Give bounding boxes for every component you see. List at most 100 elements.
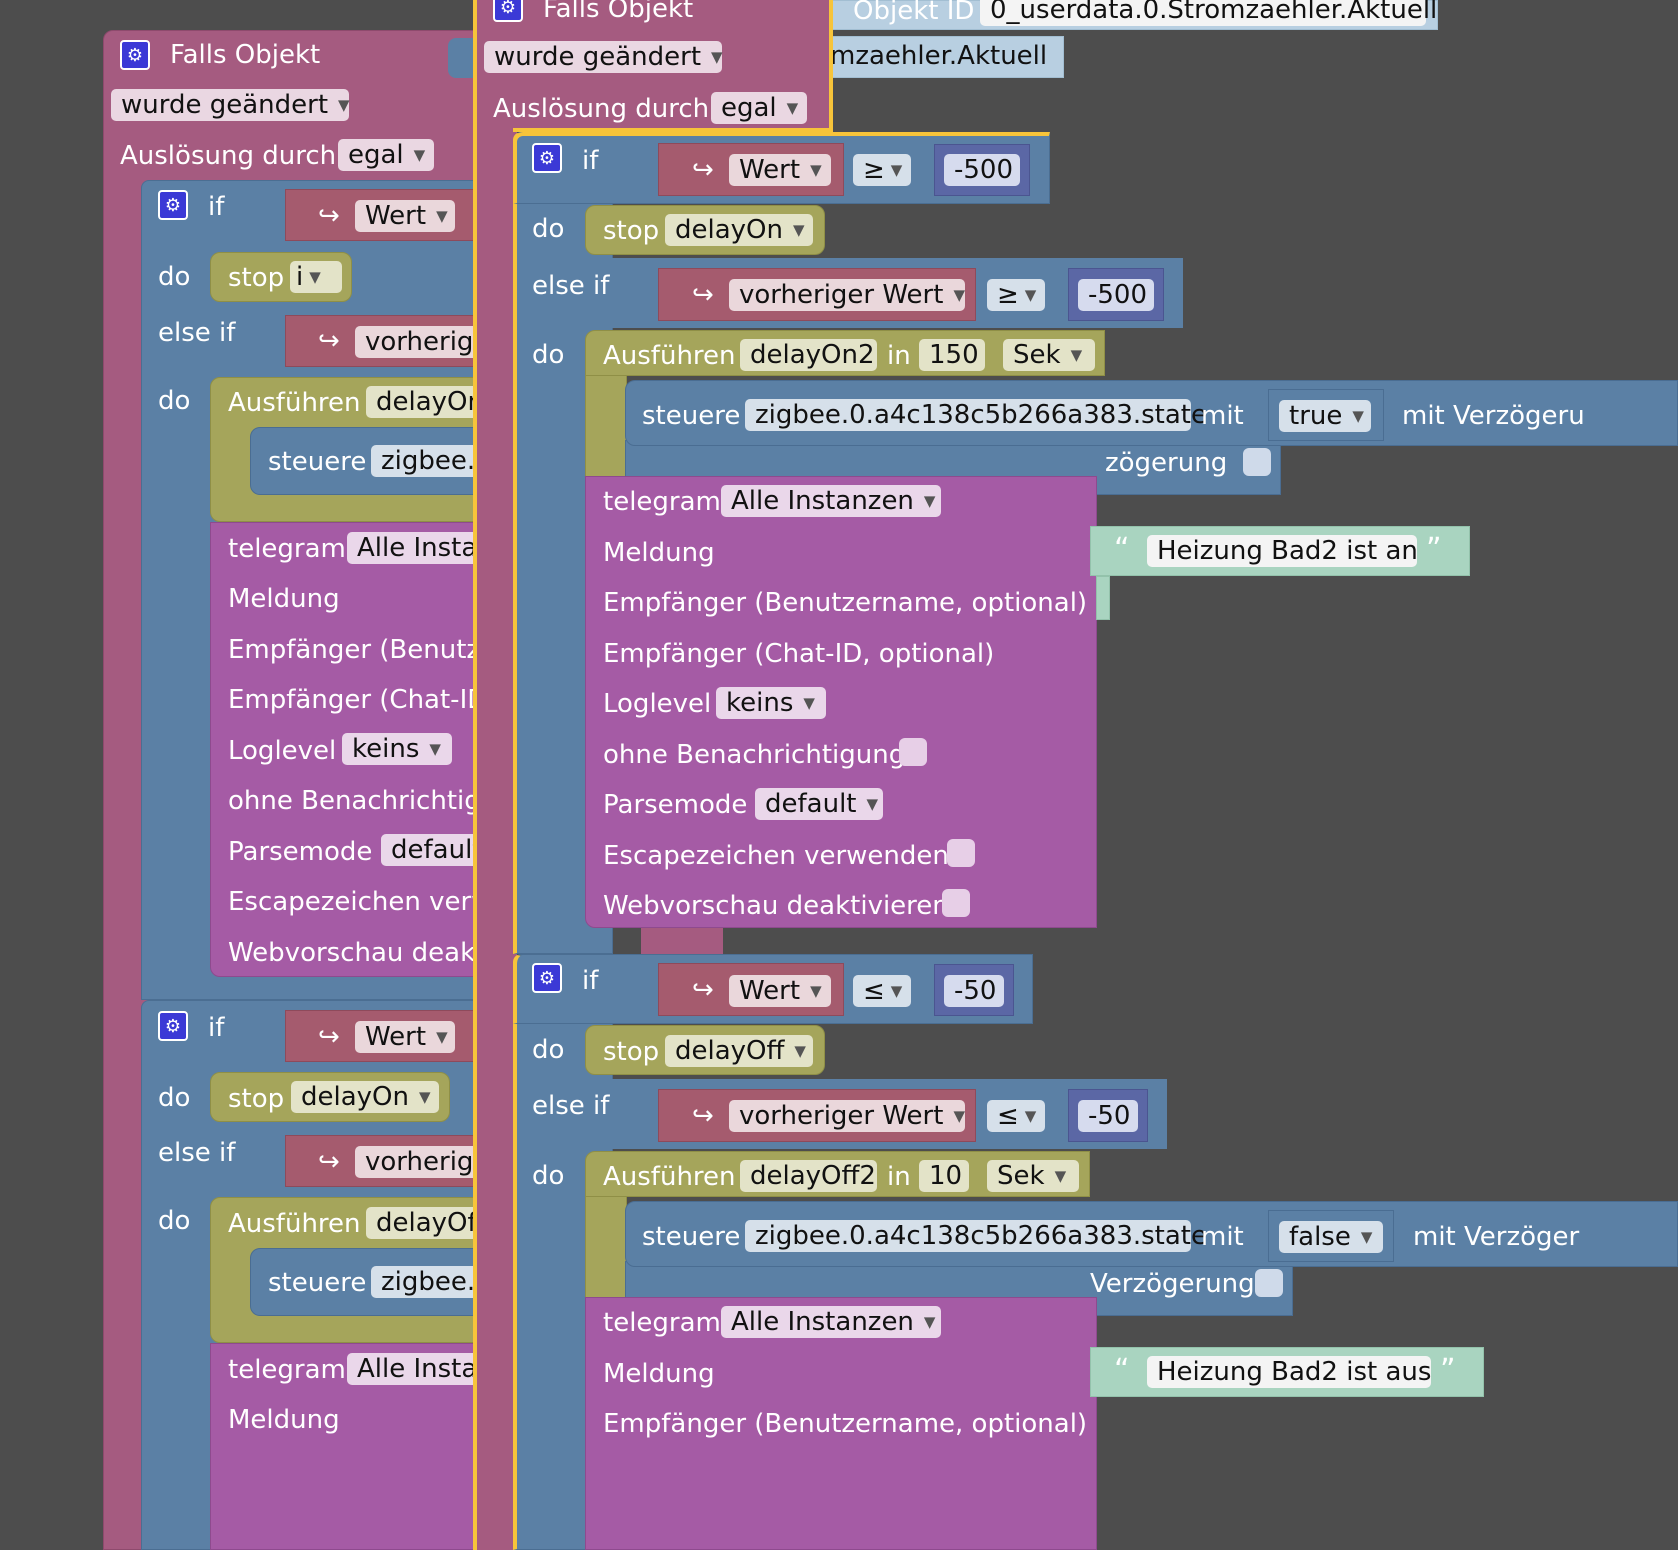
chevron-down-icon: ▼ [436, 206, 448, 225]
front-stop-dropdown-1[interactable]: delayOn▼ [665, 214, 813, 246]
front-timer-name-1[interactable]: delayOn2 [740, 339, 877, 371]
back-cond-value-2[interactable]: vorherige [355, 326, 489, 358]
front-cond-lhs-dropdown-2[interactable]: vorheriger Wert▼ [729, 279, 965, 311]
front-cond-number-2[interactable]: -500 [1078, 279, 1154, 311]
chevron-down-icon: ▼ [1024, 285, 1037, 304]
front-mit-label-2: mit [1201, 1222, 1244, 1252]
back-ausloesung-value: egal [348, 140, 404, 170]
front-cond-lhs-dropdown-4[interactable]: vorheriger Wert▼ [729, 1100, 965, 1132]
front-do-label-4: do [532, 1161, 565, 1191]
front-ausloesung-dropdown[interactable]: egal▼ [711, 92, 807, 124]
front-telegram-instance-dropdown-1[interactable]: Alle Instanzen▼ [721, 485, 941, 517]
back-stop-dropdown-2[interactable]: delayOn▼ [291, 1081, 439, 1113]
front-verzoegerung-checkbox-shadow-1[interactable] [1243, 448, 1271, 476]
back-ausloesung-dropdown[interactable]: egal▼ [338, 139, 434, 171]
back-stop-value-2: delayOn [301, 1082, 409, 1112]
front-mit-verzoegerung-label-1: mit Verzögeru [1402, 401, 1585, 431]
front-message-field-2[interactable]: Heizung Bad2 ist aus [1147, 1356, 1431, 1388]
objekt-id-block-back[interactable] [806, 36, 1064, 78]
back-telegram-label-1: telegram [228, 534, 346, 564]
back-cond-value-4[interactable]: vorherige [355, 1146, 489, 1178]
back-state-text-2: zigbee.( [381, 1267, 486, 1297]
back-timer-name-2[interactable]: delayOf [366, 1207, 481, 1239]
front-state-value-2: false [1289, 1222, 1351, 1252]
front-stop-label-2: stop [603, 1037, 660, 1067]
gear-icon[interactable]: ⚙ [158, 190, 188, 220]
open-quote-icon: “ [1114, 1353, 1130, 1388]
front-in-label-1: in [887, 341, 911, 371]
chevron-down-icon: ▼ [794, 1041, 806, 1060]
front-mit-verzoegerung-label-2: mit Verzöger [1413, 1222, 1580, 1252]
front-cond-number-4[interactable]: -50 [1078, 1100, 1138, 1132]
chevron-down-icon: ▼ [810, 160, 822, 179]
front-webvorschau-checkbox-1[interactable] [942, 889, 970, 917]
back-state-id-2[interactable]: zigbee.( [371, 1266, 485, 1298]
front-timer-seconds-1[interactable]: 150 [919, 339, 985, 371]
gear-icon[interactable]: ⚙ [532, 963, 562, 993]
arrow-icon: ↪ [318, 326, 340, 356]
front-telegram-block-1[interactable] [585, 476, 1097, 928]
gear-icon[interactable]: ⚙ [120, 40, 150, 70]
front-telegram-instance-2: Alle Instanzen [731, 1307, 914, 1337]
objekt-id-label: Objekt ID [853, 0, 975, 26]
front-telegram-block-2[interactable] [585, 1297, 1097, 1550]
front-if-label-2: if [582, 966, 599, 996]
front-timer-seconds-2[interactable]: 10 [919, 1160, 969, 1192]
front-trigger-dropdown[interactable]: wurde geändert▼ [484, 41, 723, 73]
front-message-field-1[interactable]: Heizung Bad2 ist an [1147, 535, 1418, 567]
front-cond-lhs-dropdown-1[interactable]: Wert▼ [729, 154, 831, 186]
front-stop-dropdown-2[interactable]: delayOff▼ [665, 1035, 813, 1067]
chevron-down-icon: ▼ [1070, 345, 1083, 364]
front-cond-op-dropdown-3[interactable]: ≤▼ [853, 975, 911, 1007]
back-ausfuehren-label-1: Ausführen [228, 388, 361, 418]
back-elseif-label-1: else if [158, 318, 236, 348]
front-parsemode-dropdown-1[interactable]: default▼ [755, 788, 883, 820]
back-timer-name-1[interactable]: delayOn [366, 386, 484, 418]
chevron-down-icon: ▼ [953, 1106, 965, 1125]
front-meldung-label-1: Meldung [603, 538, 715, 568]
front-ausfuehren-label-2: Ausführen [603, 1162, 736, 1192]
back-trigger-dropdown[interactable]: wurde geändert▼ [111, 89, 350, 121]
gear-icon[interactable]: ⚙ [493, 0, 523, 22]
back-cond-value-1: Wert [365, 201, 427, 231]
objekt-id-value-field[interactable]: 0_userdata.0.Stromzaehler.Aktuell [980, 0, 1437, 26]
front-falls-objekt-label: Falls Objekt [543, 0, 694, 24]
front-cond-op-dropdown-2[interactable]: ≥▼ [987, 279, 1045, 311]
front-timer-unit-dropdown-2[interactable]: Sek▼ [987, 1160, 1079, 1192]
back-cond-value-dropdown-1[interactable]: Wert ▼ [355, 200, 455, 232]
front-state-value-dropdown-1[interactable]: true▼ [1279, 400, 1371, 432]
gear-icon[interactable]: ⚙ [158, 1011, 188, 1041]
front-state-id-2[interactable]: zigbee.0.a4c138c5b266a383.state [745, 1220, 1207, 1252]
front-timer-unit-dropdown-1[interactable]: Sek▼ [1003, 339, 1095, 371]
front-empty-input-1[interactable] [1096, 576, 1110, 620]
front-verzoegerung-shadow-2: Verzögerung [1090, 1269, 1255, 1299]
front-cond-lhs-dropdown-3[interactable]: Wert▼ [729, 975, 831, 1007]
front-escape-checkbox-1[interactable] [947, 839, 975, 867]
front-ausfuehren-body-2 [585, 1197, 627, 1297]
front-cond-op-dropdown-4[interactable]: ≤▼ [987, 1100, 1045, 1132]
front-in-label-2: in [887, 1162, 911, 1192]
front-do-label-1: do [532, 214, 565, 244]
front-steuere-label-2: steuere [642, 1222, 741, 1252]
front-cond-op-dropdown-1[interactable]: ≥▼ [853, 154, 911, 186]
front-state-value-dropdown-2[interactable]: false▼ [1279, 1221, 1383, 1253]
front-cond-number-1[interactable]: -500 [944, 154, 1020, 186]
front-state-id-1[interactable]: zigbee.0.a4c138c5b266a383.state [745, 399, 1207, 431]
front-timer-name-2[interactable]: delayOff2 [740, 1160, 877, 1192]
front-meldung-label-2: Meldung [603, 1359, 715, 1389]
front-cond-number-3[interactable]: -50 [944, 975, 1004, 1007]
front-verzoegerung-checkbox-shadow-2[interactable] [1255, 1269, 1283, 1297]
gear-icon[interactable]: ⚙ [532, 143, 562, 173]
back-cond-value-dropdown-3[interactable]: Wert▼ [355, 1021, 455, 1053]
front-ohne-checkbox-1[interactable] [899, 738, 927, 766]
back-telegram-instance-1[interactable]: Alle Instar [347, 532, 488, 564]
back-telegram-instance-2[interactable]: Alle Instar [347, 1353, 488, 1385]
back-stop-dropdown-1[interactable]: i▼ [290, 261, 342, 293]
back-parsemode-dropdown-1[interactable]: default [381, 834, 482, 866]
front-loglevel-dropdown-1[interactable]: keins▼ [716, 687, 826, 719]
back-state-id-1[interactable]: zigbee.( [371, 445, 485, 477]
back-loglevel-dropdown-1[interactable]: keins▼ [342, 733, 452, 765]
chevron-down-icon: ▼ [793, 220, 805, 239]
front-telegram-instance-dropdown-2[interactable]: Alle Instanzen▼ [721, 1306, 941, 1338]
back-if-label-1: if [208, 192, 225, 222]
